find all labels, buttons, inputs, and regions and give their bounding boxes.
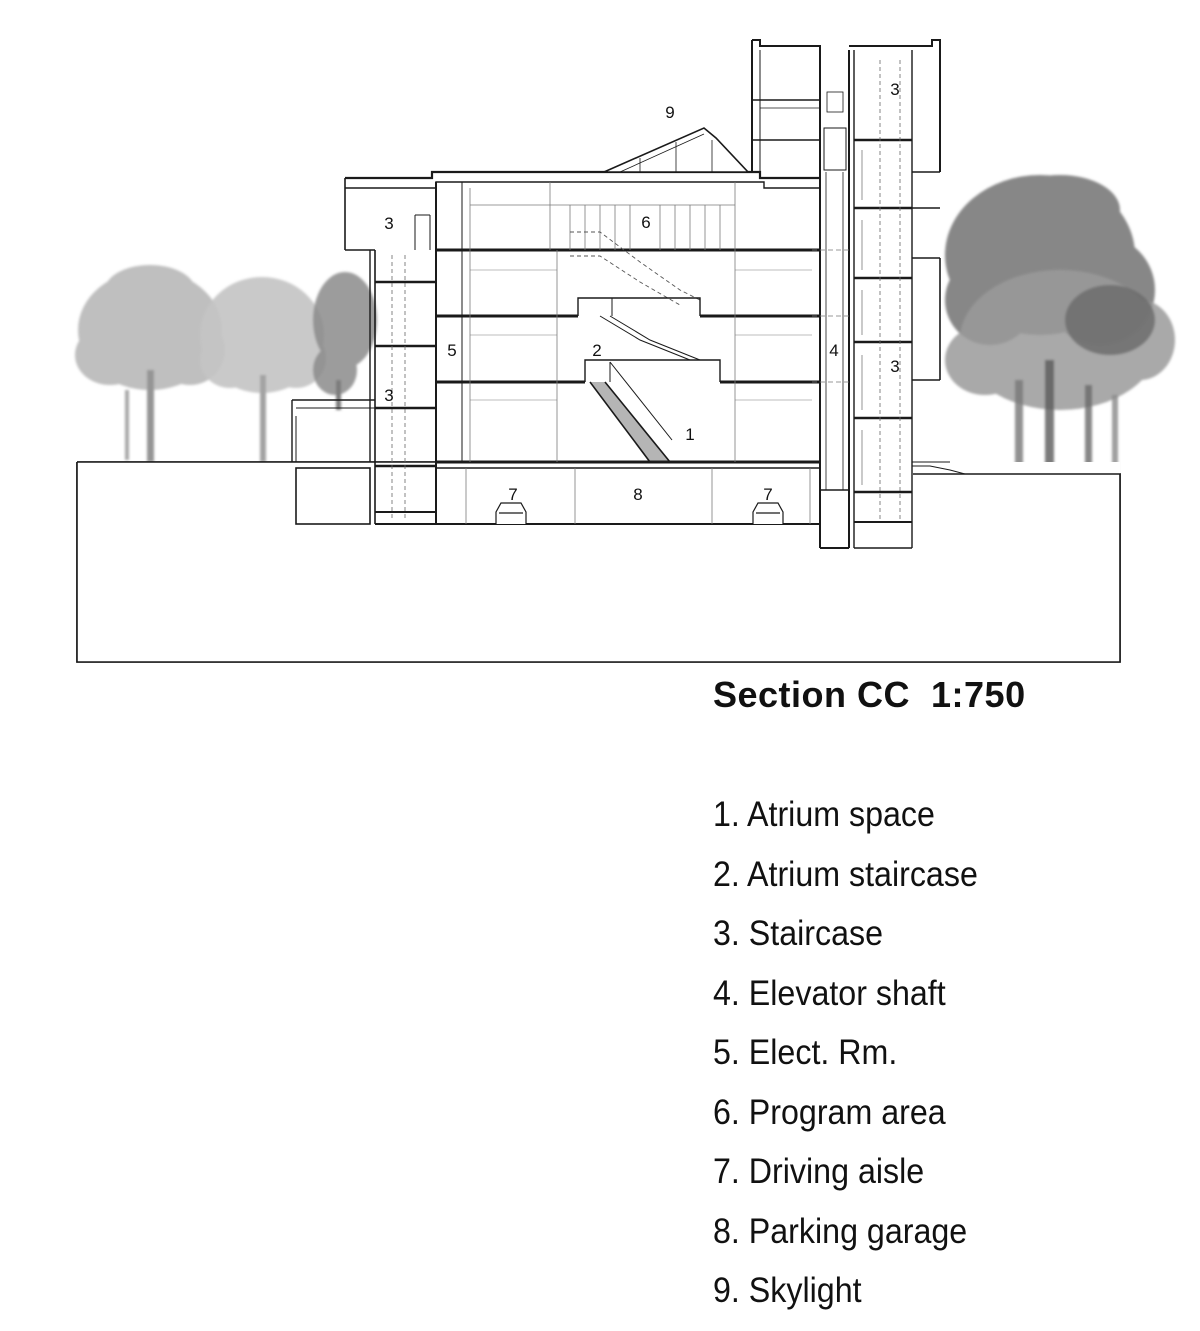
site-steps [912,465,966,475]
skylight [603,127,750,173]
marker-staircase: 3 [384,214,393,233]
tree-icon [313,272,377,410]
legend-item: 4. Elevator shaft [713,973,946,1013]
right-stair-tower [751,39,950,549]
section-drawing: 1 2 3 3 3 3 4 5 6 7 7 8 9 [75,39,1175,663]
legend-item: 8. Parking garage [713,1211,968,1251]
marker-driving-aisle: 7 [508,485,517,504]
marker-skylight: 9 [665,103,674,122]
left-basement-room [295,467,371,525]
section-markers: 1 2 3 3 3 3 4 5 6 7 7 8 9 [384,80,899,504]
legend-item: 1. Atrium space [713,795,935,834]
left-stair-tower [374,214,437,525]
roof-line [345,170,820,180]
car-icon [752,502,784,524]
drawing-title: Section CC 1:750 [713,674,1026,715]
marker-elevator-shaft: 4 [829,341,838,360]
tree-icon [1015,285,1155,475]
legend-item: 2. Atrium staircase [713,854,978,894]
marker-atrium-staircase: 2 [592,341,601,360]
building-section [291,39,966,549]
marker-parking-garage: 8 [633,485,642,504]
legend-item: 5. Elect. Rm. [713,1033,898,1072]
marker-staircase: 3 [890,357,899,376]
legend-item: 9. Skylight [713,1271,862,1310]
marker-driving-aisle: 7 [763,485,772,504]
stair-dashed [570,231,701,316]
floor-slabs [436,248,820,469]
program-stair [569,205,721,250]
legend-item: 3. Staircase [713,914,884,953]
stair-landing [577,297,701,316]
tree-icon [75,265,225,462]
elevator-shaft [812,50,850,549]
trees-right [945,175,1175,475]
roof-line [345,181,820,189]
marker-elect-room: 5 [447,341,456,360]
marker-staircase: 3 [384,386,393,405]
trees-left [75,265,377,462]
atrium-staircase [589,361,673,463]
ground [76,461,1121,663]
legend-item: 7. Driving aisle [713,1152,925,1191]
tree-icon [200,277,326,462]
legend-item: 6. Program area [713,1092,946,1132]
marker-staircase: 3 [890,80,899,99]
car-icon [495,502,527,524]
marker-program-area: 6 [641,213,650,232]
legend: 1. Atrium space 2. Atrium staircase 3. S… [713,795,1001,1331]
marker-atrium-space: 1 [685,425,694,444]
